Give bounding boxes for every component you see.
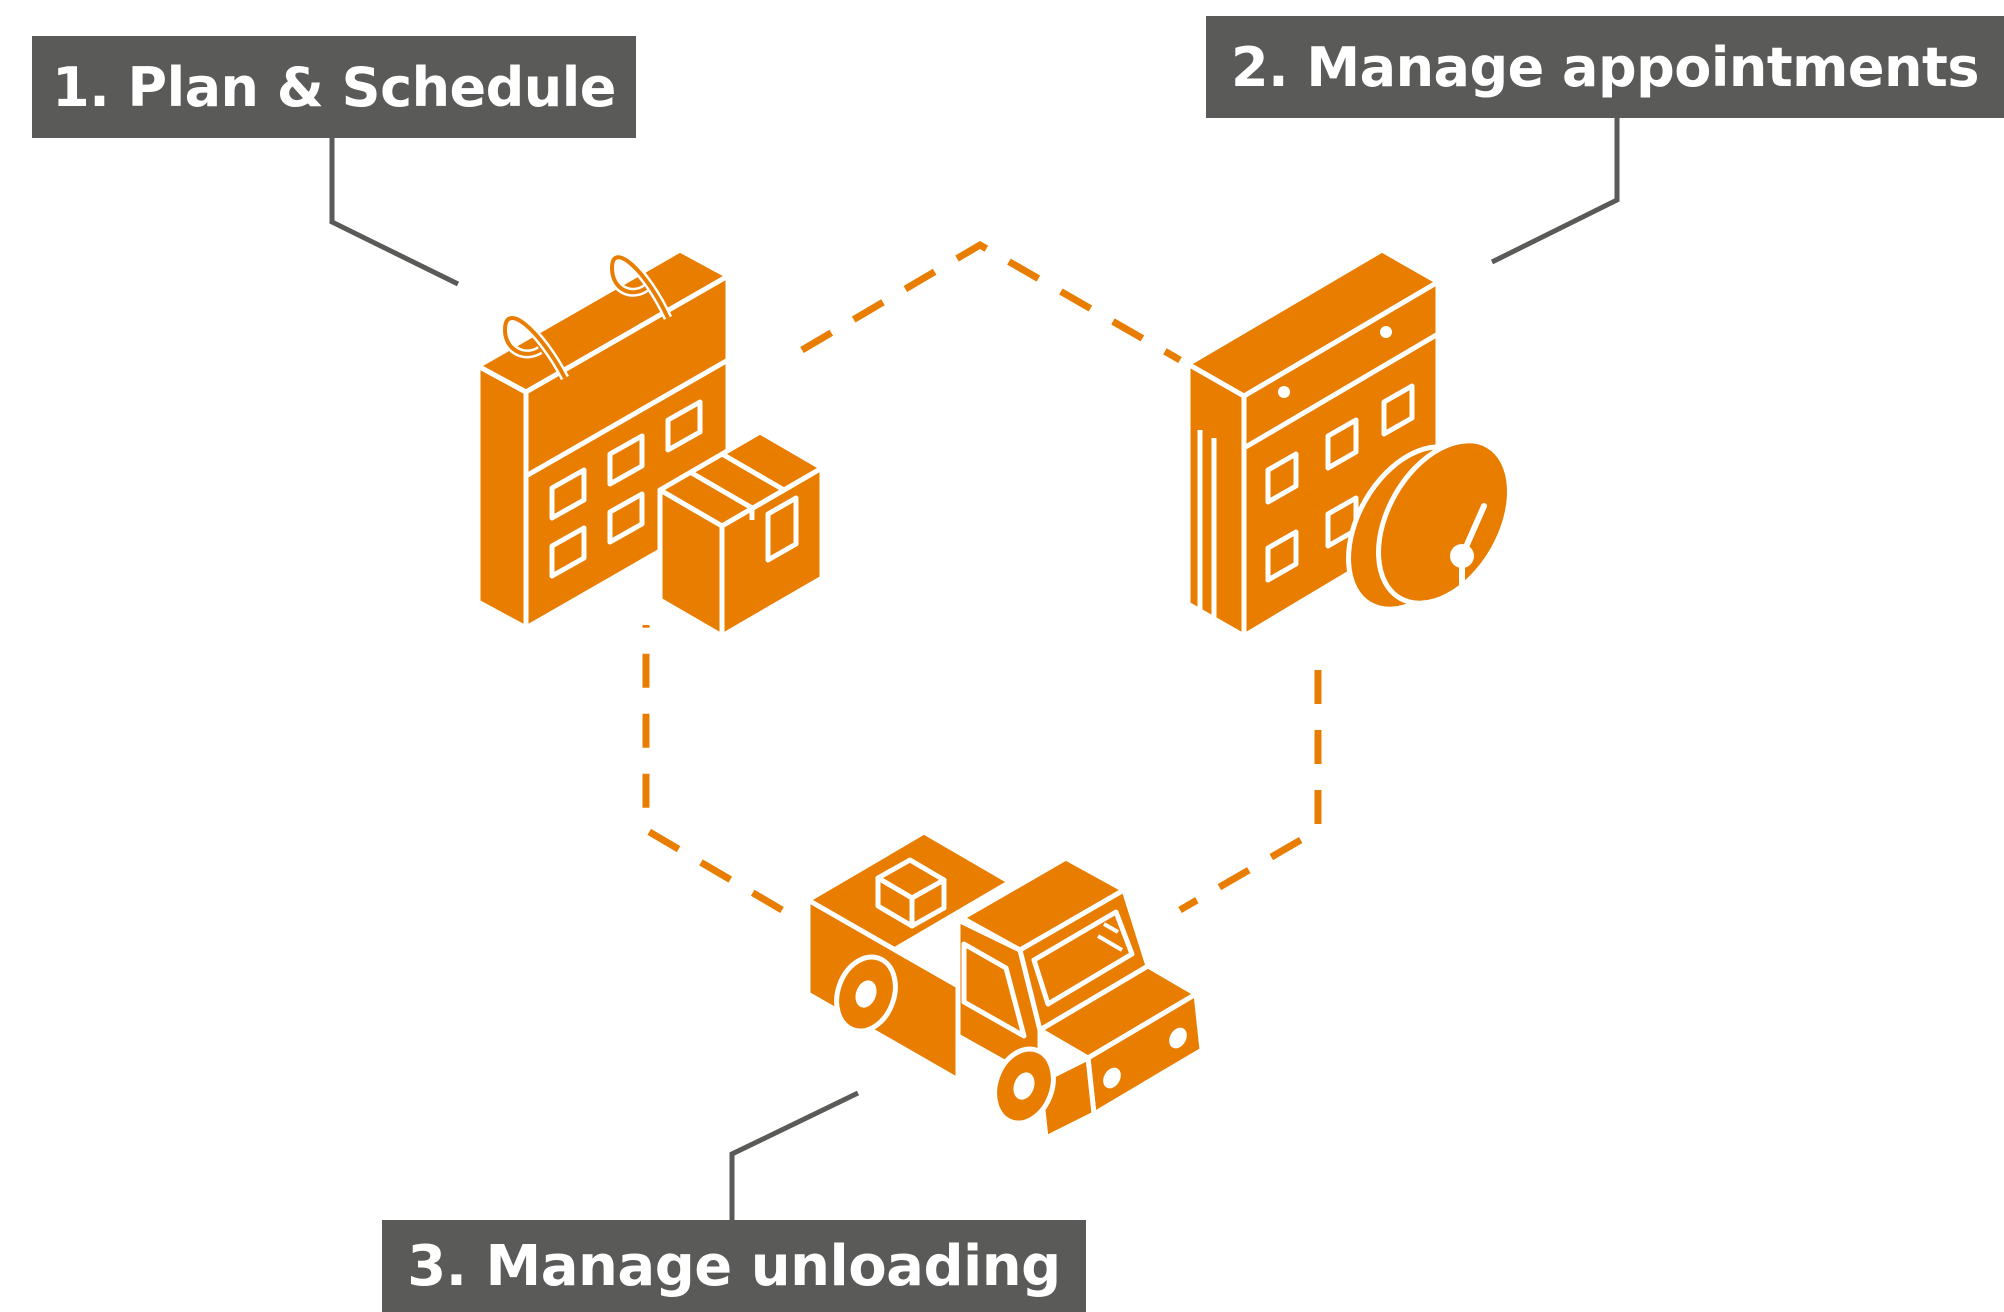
leader-line-3 (729, 1090, 860, 1220)
step-1-label: 1. Plan & Schedule (52, 55, 616, 119)
leader-lines (329, 118, 1620, 1220)
dashed-link-1-2 (800, 240, 1182, 364)
dashed-cycle (642, 240, 1322, 914)
step-3-label: 3. Manage unloading (407, 1233, 1061, 1299)
step-1-label-box: 1. Plan & Schedule (32, 36, 636, 138)
delivery-truck-icon (805, 829, 1205, 1141)
leader-line-2 (1490, 118, 1620, 265)
step-3-label-box: 3. Manage unloading (382, 1220, 1086, 1312)
leader-line-1 (329, 138, 460, 287)
dashed-link-3-1 (642, 625, 784, 914)
calendar-with-clock-icon (1185, 247, 1512, 639)
step-2-label-box: 2. Manage appointments (1206, 16, 2004, 118)
step-2-label: 2. Manage appointments (1231, 35, 1979, 99)
dashed-link-2-3 (1178, 670, 1322, 914)
calendar-with-box-icon (475, 247, 825, 639)
